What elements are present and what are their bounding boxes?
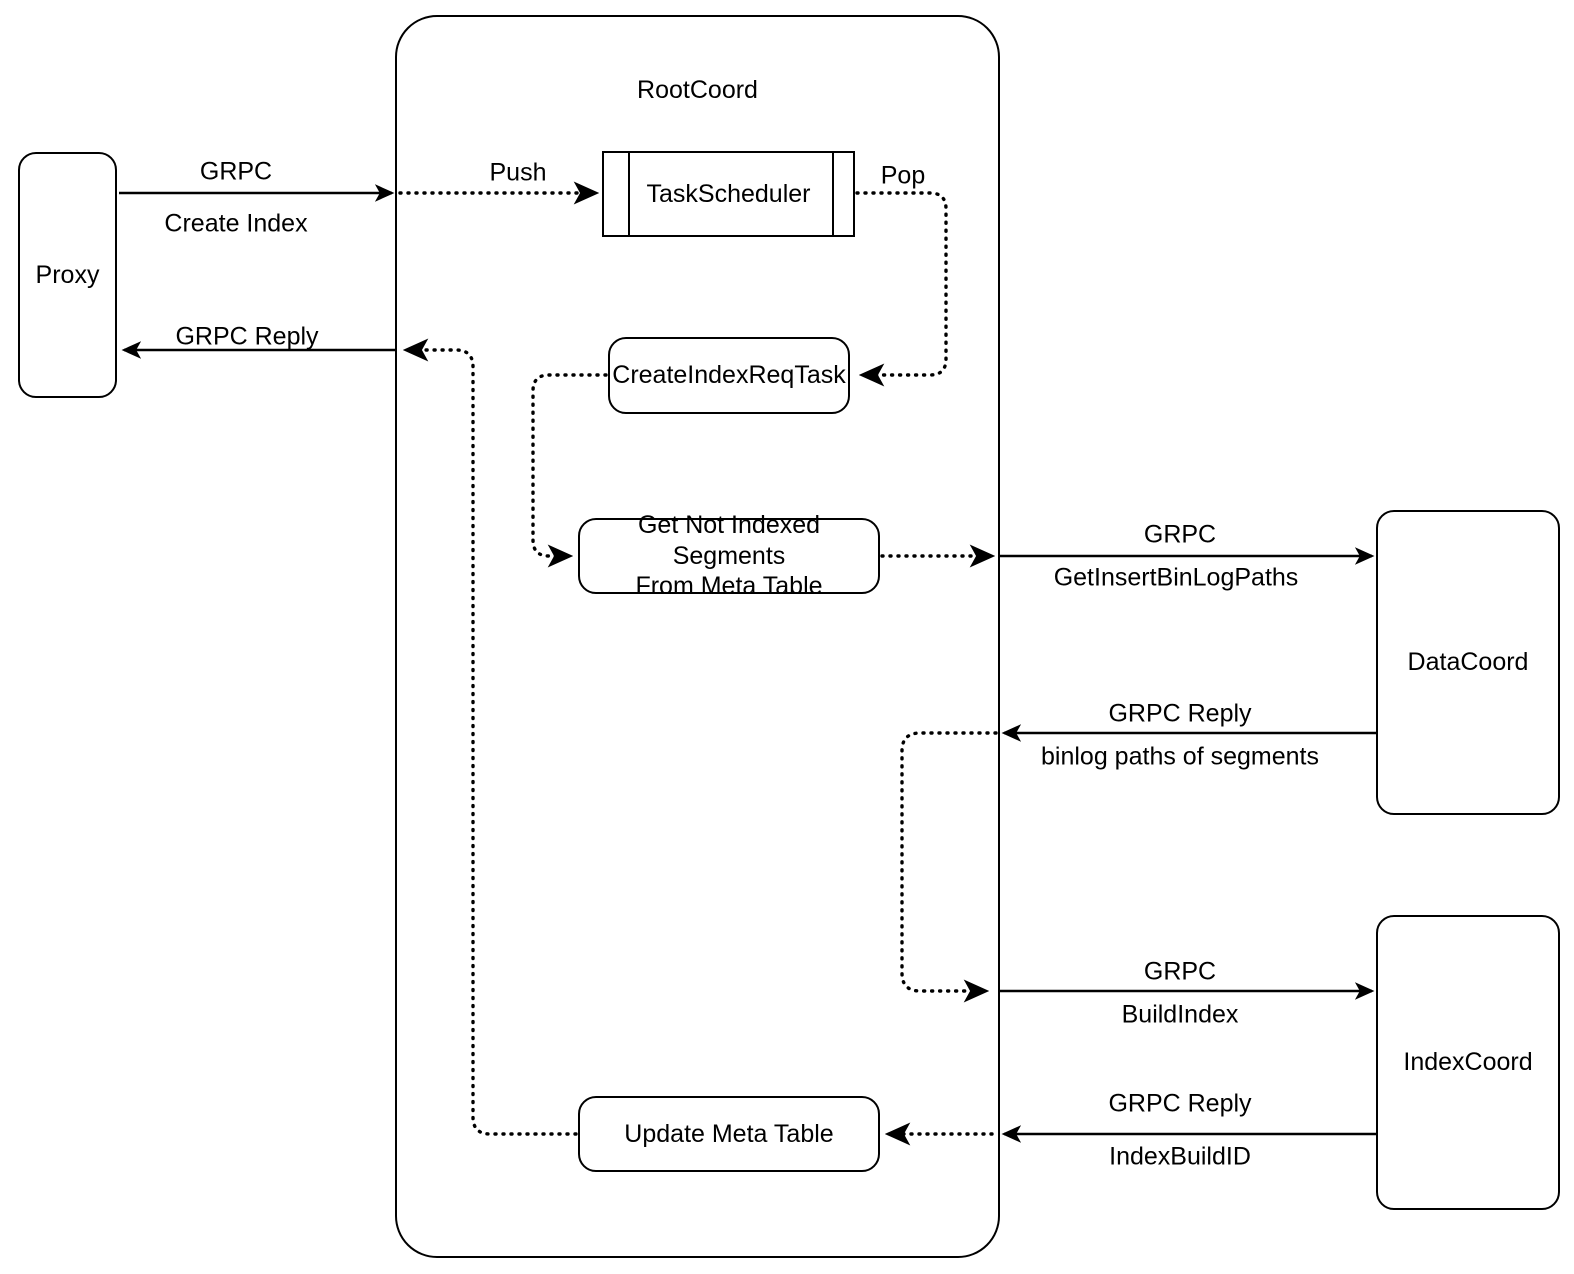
edge-label-grpc-indexcoord: GRPC [1143,957,1217,986]
node-task-scheduler-label: TaskScheduler [646,179,811,208]
edge-label-grpc-datacoord: GRPC [1143,520,1217,549]
queue-divider-left [628,153,630,235]
edge-label-grpc-reply-proxy: GRPC Reply [175,322,319,351]
node-get-not-indexed-segments-label: Get Not Indexed Segments From Meta Table [635,511,823,601]
node-datacoord-label: DataCoord [1407,648,1529,677]
queue-divider-right [832,153,834,235]
rootcoord-container: RootCoord [395,15,1000,1258]
node-datacoord[interactable]: DataCoord [1376,510,1560,815]
node-update-meta-table-label: Update Meta Table [624,1119,834,1148]
edge-label-grpc-reply-datacoord: GRPC Reply [1108,699,1252,728]
edge-label-push: Push [489,158,547,187]
node-proxy-label: Proxy [35,260,100,289]
edge-label-grpc-reply-indexcoord: GRPC Reply [1108,1089,1252,1118]
node-proxy[interactable]: Proxy [18,152,117,398]
edge-label-pop: Pop [880,161,926,190]
edge-label-indexbuildid: IndexBuildID [1109,1142,1251,1171]
edge-label-buildindex: BuildIndex [1121,1000,1239,1029]
node-get-not-indexed-segments[interactable]: Get Not Indexed Segments From Meta Table [578,511,880,600]
rootcoord-title: RootCoord [637,76,758,104]
edge-label-getinsertbinlogpaths: GetInsertBinLogPaths [1053,563,1299,592]
node-task-scheduler[interactable]: TaskScheduler [602,151,855,237]
node-indexcoord[interactable]: IndexCoord [1376,915,1560,1210]
node-create-index-req-task-label: CreateIndexReqTask [612,361,846,390]
edge-label-binlog-paths-of-segments: binlog paths of segments [1041,742,1319,771]
edge-label-grpc-proxy: GRPC [199,157,273,186]
node-create-index-req-task[interactable]: CreateIndexReqTask [608,337,850,414]
node-indexcoord-label: IndexCoord [1403,1048,1533,1077]
node-update-meta-table[interactable]: Update Meta Table [578,1096,880,1172]
edge-label-create-index: Create Index [164,209,308,238]
